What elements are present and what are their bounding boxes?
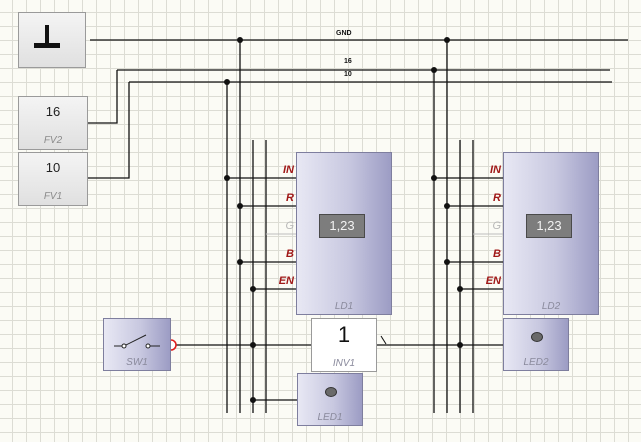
fv1-block[interactable]: 10 FV1 (18, 152, 88, 206)
ld2-block[interactable]: 1,23 LD2 (503, 152, 599, 315)
fv2-name: FV2 (43, 135, 63, 146)
ld2-pin-in: IN (490, 164, 501, 176)
ld2-pin-b: B (493, 248, 501, 260)
led2-block[interactable]: LED2 (503, 318, 569, 371)
ground-block[interactable] (18, 12, 86, 68)
ld2-pin-g: G (492, 220, 501, 232)
led1-name: LED1 (317, 412, 343, 423)
led1-block[interactable]: LED1 (297, 373, 363, 426)
ld1-pin-g: G (285, 220, 294, 232)
fv2-block[interactable]: 16 FV2 (18, 96, 88, 150)
ld1-pin-r: R (286, 192, 294, 204)
ld2-pin-en: EN (485, 275, 501, 287)
fv1-value: 10 (45, 160, 61, 175)
ld1-block[interactable]: 1,23 LD1 (296, 152, 392, 315)
fv1-name: FV1 (43, 191, 63, 202)
ld1-pin-en: EN (278, 275, 294, 287)
ld1-display: 1,23 (319, 214, 365, 238)
sw1-name: SW1 (126, 357, 148, 368)
led2-name: LED2 (523, 357, 549, 368)
ld1-name: LD1 (334, 301, 354, 312)
ld2-name: LD2 (541, 301, 561, 312)
fv1-wire (88, 82, 130, 179)
net10-wire-label: 10 (344, 71, 352, 78)
sw1-block[interactable]: SW1 (103, 318, 171, 371)
fv2-wire (88, 70, 118, 124)
switch-icon (114, 334, 160, 349)
inv1-name: INV1 (332, 358, 356, 369)
inv1-block[interactable]: 1 INV1 (311, 318, 377, 372)
fv2-value: 16 (45, 104, 61, 119)
ld1-pin-in: IN (283, 164, 294, 176)
inv1-value: 1 (337, 322, 351, 347)
led2-lamp-icon (531, 332, 543, 342)
ld2-display: 1,23 (526, 214, 572, 238)
led1-lamp-icon (325, 387, 337, 397)
gnd-wire-label: GND (336, 30, 352, 37)
ld1-pin-b: B (286, 248, 294, 260)
net16-wire-label: 16 (344, 58, 352, 65)
ld2-pin-r: R (493, 192, 501, 204)
